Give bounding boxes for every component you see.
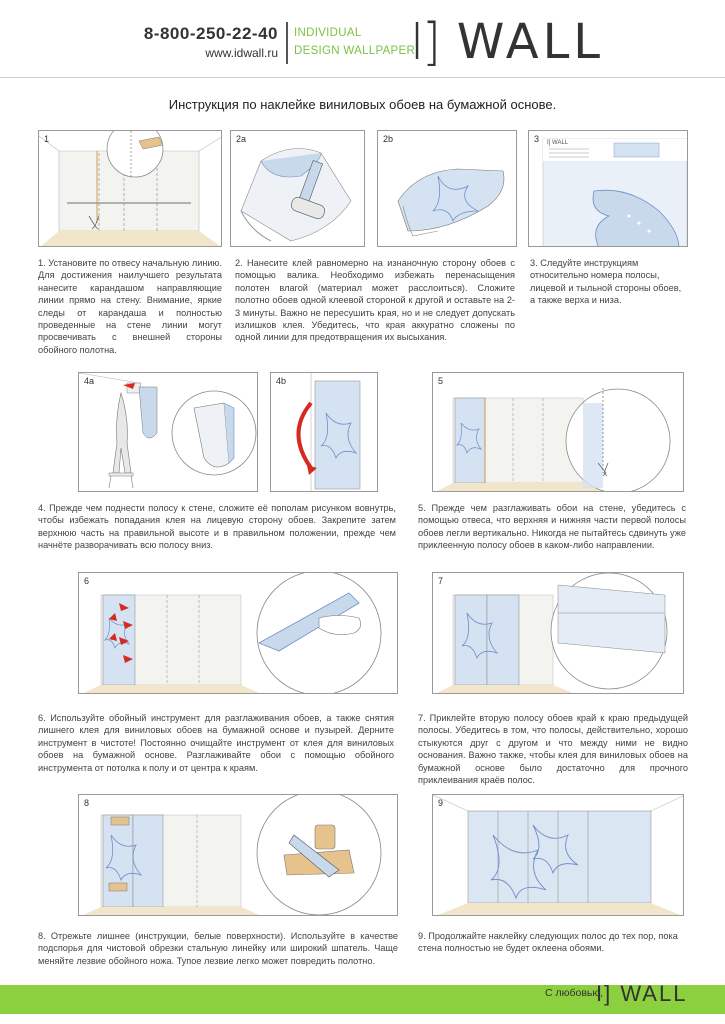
step-number: 4b	[276, 376, 287, 386]
step-number: 9	[438, 798, 444, 808]
plumb-line-illustration	[437, 388, 671, 491]
page-header: 8-800-250-22-40 www.idwall.ru INDIVIDUAL…	[0, 0, 725, 78]
header-divider	[286, 22, 288, 64]
page-title: Инструкция по наклейке виниловых обоев н…	[168, 97, 557, 112]
step-9-text: 9. Продолжайте наклейку следующих полос …	[418, 931, 678, 954]
step-2-text: 2. Нанесите клей равномерно на изнаночну…	[235, 258, 515, 343]
tagline-line-1: INDIVIDUAL	[294, 27, 362, 39]
butt-joint-illustration	[437, 573, 668, 693]
footer-bar	[0, 985, 725, 1014]
sheet-header-logo: I] WALL	[547, 140, 569, 146]
logo-wall-text: WALL	[456, 14, 605, 70]
illustration-step-4a: 4a	[78, 372, 258, 492]
illustration-step-1: 1	[38, 130, 222, 247]
illustration-step-6: 6	[78, 572, 398, 694]
step-8-text: 8. Отрежьте лишнее (инструкции, белые по…	[38, 931, 398, 966]
step-5-text: 5. Прежде чем разглаживать обои на стене…	[418, 503, 686, 551]
step-number: 8	[84, 798, 90, 808]
illustration-step-2a: 2a	[230, 130, 365, 247]
step-number: 7	[438, 576, 444, 586]
step-1-text: 1. Установите по отвесу начальную линию.…	[38, 258, 222, 355]
step-number: 3	[534, 134, 540, 144]
step-number: 2b	[383, 134, 394, 144]
brand-logo[interactable]: I] WALL	[410, 12, 605, 72]
illustration-step-4b: 4b	[270, 372, 378, 492]
step-3-text: 3. Следуйте инструкциям относительно ном…	[530, 258, 682, 306]
room-wall-illustration	[39, 131, 221, 246]
step-6-text: 6. Используйте обойный инструмент для ра…	[38, 713, 394, 773]
wallpaper-label-illustration	[542, 138, 687, 246]
illustration-step-2b: 2b	[377, 130, 517, 247]
smoothing-tool-illustration	[83, 573, 382, 693]
illustration-step-5: 5	[432, 372, 684, 492]
step-number: 6	[84, 576, 90, 586]
step-number: 1	[44, 134, 50, 144]
illustration-step-9: 9	[432, 794, 684, 916]
website-link[interactable]: www.idwall.ru	[205, 46, 278, 60]
illustration-step-3: 3 I] WALL	[528, 130, 688, 247]
finished-wall-illustration	[433, 795, 683, 915]
step-number: 2a	[236, 134, 247, 144]
folded-wallpaper-illustration	[397, 168, 505, 237]
trimming-illustration	[83, 795, 382, 915]
glue-roller-illustration	[240, 148, 352, 242]
unfold-wallpaper-illustration	[296, 373, 361, 491]
tagline-line-2: DESIGN WALLPAPER	[294, 45, 416, 57]
logo-id-mark: I]	[410, 12, 441, 72]
step-4-text: 4. Прежде чем поднести полосу к стене, с…	[38, 503, 396, 551]
step-number: 5	[438, 376, 444, 386]
illustration-step-7: 7	[432, 572, 684, 694]
footer-logo: I] WALL	[596, 981, 688, 1006]
illustration-step-8: 8	[78, 794, 398, 916]
footer-signature: С любовью,	[545, 987, 604, 999]
step-7-text: 7. Приклейте вторую полосу обоев край к …	[418, 713, 688, 786]
phone-number[interactable]: 8-800-250-22-40	[143, 24, 278, 43]
person-on-ladder-illustration	[79, 373, 257, 489]
step-number: 4a	[84, 376, 95, 386]
